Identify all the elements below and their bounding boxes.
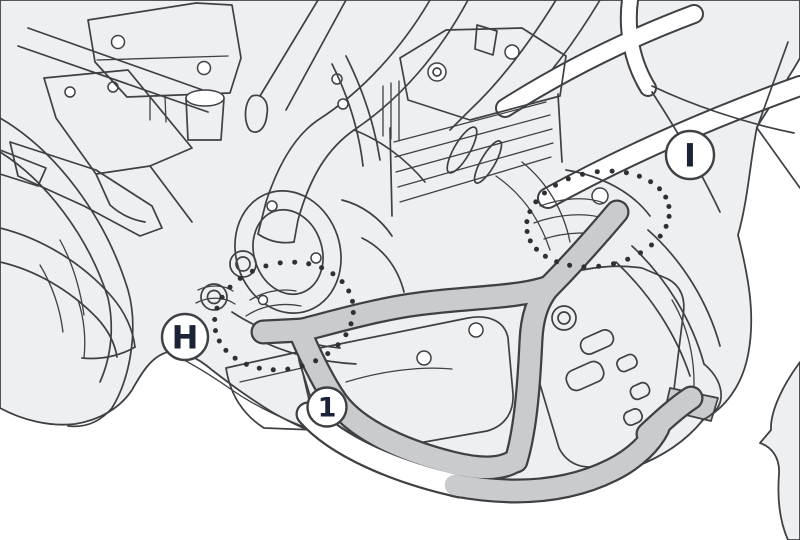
callout-dot bbox=[636, 173, 642, 179]
callout-dot bbox=[657, 233, 663, 239]
callout-dot bbox=[596, 263, 602, 269]
callout-dot bbox=[219, 294, 225, 300]
callout-dot bbox=[325, 351, 331, 357]
callout-dot bbox=[594, 169, 600, 175]
callout-dot bbox=[343, 332, 349, 338]
callout-dot bbox=[581, 264, 587, 270]
callout-dot bbox=[299, 363, 305, 369]
engine-guard-tube bbox=[252, 201, 702, 502]
callout-dot bbox=[527, 238, 533, 244]
callout-dot bbox=[666, 213, 672, 219]
callout-dot bbox=[237, 275, 243, 281]
label-badge-I: I bbox=[664, 129, 716, 181]
callout-dot bbox=[666, 204, 672, 209]
callout-dot bbox=[524, 219, 530, 225]
front-wheel bbox=[0, 117, 136, 428]
callout-dot bbox=[625, 256, 631, 262]
callout-dot bbox=[527, 209, 533, 215]
callout-dot bbox=[542, 190, 547, 196]
callout-dot bbox=[609, 168, 615, 174]
callout-dot bbox=[567, 262, 573, 268]
label-badge-1: 1 bbox=[306, 386, 348, 428]
callout-dot bbox=[270, 367, 276, 373]
label-badge-H: H bbox=[160, 312, 210, 362]
heat-shield-vents bbox=[565, 329, 651, 426]
callout-dot bbox=[339, 279, 345, 285]
label-letter: I bbox=[684, 137, 696, 175]
callout-dot bbox=[214, 305, 220, 311]
callout-dot bbox=[223, 347, 229, 353]
label-letter: 1 bbox=[318, 393, 337, 424]
engine-guard-bar bbox=[250, 199, 704, 504]
callout-dot bbox=[330, 271, 336, 277]
callout-upper-mount-area bbox=[524, 168, 672, 270]
callouts-and-labels: H I 1 bbox=[160, 129, 716, 428]
label-letter: H bbox=[172, 319, 199, 357]
callout-dot bbox=[648, 179, 654, 185]
callout-dot bbox=[638, 250, 643, 256]
callout-dot bbox=[319, 265, 325, 271]
callout-dot bbox=[243, 361, 249, 367]
callout-dot bbox=[346, 288, 352, 294]
label-circle bbox=[664, 129, 716, 181]
callout-dot bbox=[623, 170, 629, 176]
front-fender bbox=[0, 227, 136, 348]
callout-dot bbox=[542, 253, 548, 259]
rider-boot-shape bbox=[759, 361, 800, 540]
callout-dot bbox=[216, 338, 222, 344]
sprocket-cover bbox=[195, 250, 257, 311]
callout-dot bbox=[554, 259, 560, 265]
alternator-cover bbox=[234, 190, 342, 314]
callout-dot bbox=[212, 317, 218, 322]
callout-dot bbox=[611, 261, 616, 267]
callout-dot bbox=[663, 194, 669, 200]
callout-dot bbox=[313, 358, 319, 364]
callout-dot bbox=[657, 186, 662, 192]
callout-dot bbox=[285, 366, 291, 372]
frame-plate bbox=[87, 2, 242, 141]
callout-dot bbox=[350, 310, 356, 315]
callout-dot bbox=[263, 263, 269, 269]
callout-dot bbox=[580, 171, 585, 177]
label-circle bbox=[306, 386, 348, 428]
frame-beams bbox=[244, 0, 601, 244]
callout-dot bbox=[277, 260, 283, 266]
callout-dot bbox=[335, 342, 341, 348]
callout-dot bbox=[524, 229, 530, 234]
label-circle bbox=[160, 312, 210, 362]
callout-dot bbox=[663, 223, 669, 229]
callout-dot bbox=[534, 246, 539, 252]
callout-dot bbox=[533, 199, 539, 205]
callout-dot bbox=[292, 259, 298, 265]
callout-dot bbox=[565, 176, 571, 182]
callout-dot bbox=[306, 261, 312, 267]
callout-dot bbox=[227, 284, 233, 290]
callout-front-mount-area bbox=[212, 259, 356, 373]
callout-dot bbox=[348, 321, 354, 327]
callout-dot bbox=[213, 328, 218, 334]
callout-dot bbox=[249, 268, 255, 274]
callout-dot bbox=[350, 298, 355, 304]
callout-dot bbox=[232, 355, 238, 361]
cylinder-head bbox=[331, 27, 567, 217]
callout-dot bbox=[256, 365, 262, 371]
callout-dot bbox=[649, 242, 654, 248]
callout-dot bbox=[553, 182, 558, 188]
